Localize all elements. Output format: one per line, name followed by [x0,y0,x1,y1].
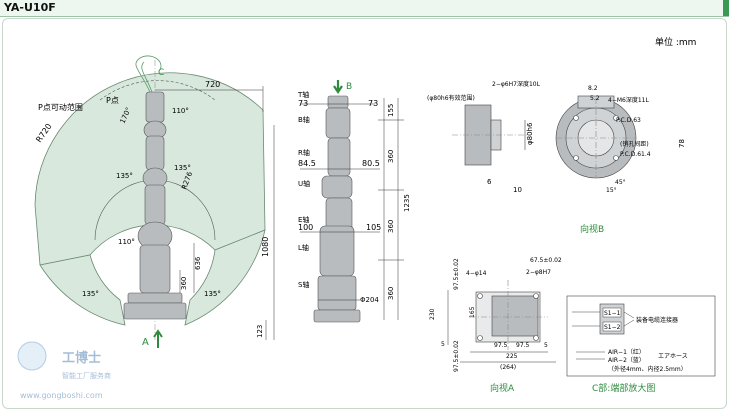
dim-1080: 1080 [261,237,270,257]
e-105: 105 [366,223,381,232]
dim-165: 165 [469,306,476,318]
c-label: C [158,68,164,78]
dim-264: (264) [500,364,516,371]
hose-spec-label: （外径4mm、内径2.5mm） [608,365,687,373]
angle-110-mid: 110° [118,238,135,246]
angle-135-right: 135° [174,164,191,172]
title-accent [723,0,729,16]
dim-230: 230 [429,308,436,320]
air-hose-label: エアホース [658,353,688,360]
watermark-name: 工博士 [62,350,101,366]
dim-5-b: 5 [544,342,548,349]
robot-main-view [123,91,187,320]
connector-box [566,295,716,377]
mascot-logo-icon [17,341,47,371]
range-label: P点可动范围 [38,102,83,112]
watermark: 工博士 智能工厂服务商 www.gongboshi.com [17,341,111,400]
r-80-5: 80.5 [362,159,380,168]
b-view-label: B [346,82,352,92]
dim-4phi14: 4−φ14 [466,270,487,277]
air2-label: AIR−2（蓝） [608,356,645,364]
s1-2-label: S1−2 [604,324,621,331]
dim-78: 78 [678,139,686,148]
dim-45deg: 45° [615,179,626,186]
r-84-5: 84.5 [298,159,316,168]
view-a-caption: 向视A [490,382,515,394]
arrow-b-icon [333,80,343,94]
dim-5-a: 5 [441,341,445,348]
dim-97-5-b: 97.5 [494,342,508,349]
page-title: YA-U10F [4,1,56,14]
dim-phi204: Φ204 [360,296,379,304]
hole-spec-label: 2−φ6H7深度10L [492,80,541,88]
flange-side [452,104,530,166]
dim-360-c: 360 [387,287,395,300]
b-axis: B轴 [298,115,310,124]
cable-loop [135,55,162,93]
arrow-a-icon [153,329,163,348]
dim-10: 10 [513,186,522,194]
dim-8-2: 8.2 [588,85,598,92]
watermark-slogan: 智能工厂服务商 [62,371,111,380]
dim-225: 225 [506,353,518,360]
e-axis: E轴 [298,215,309,224]
title-bar: YA-U10F [0,0,729,17]
t-73-left: 73 [298,99,308,108]
base-dimension-lines [447,290,556,363]
angle-135-bottom-left: 135° [82,290,99,298]
t-axis: T轴 [297,90,309,99]
s1-1-label: S1−1 [604,310,621,317]
angle-135-bottom-right: 135° [204,290,221,298]
l-axis: L轴 [298,243,309,252]
dim-97-5-d: 97.5±0.02 [453,340,460,372]
dim-720: 720 [205,80,220,89]
angle-110-top: 110° [172,107,189,115]
dim-67-5: 67.5±0.02 [530,257,562,264]
dim-5-2: 5.2 [590,95,600,102]
dim-2phi8h7: 2−φ8H7 [526,269,551,276]
t-73-right: 73 [368,99,378,108]
dim-97-5-c: 97.5 [516,342,530,349]
pcd63-label: P.C.D.63 [616,117,641,124]
p-point-label: P点 [106,96,119,105]
side-dimension-lines [300,98,404,320]
dim-636: 636 [194,256,202,270]
connector-label: 装备电缆连接器 [636,316,678,324]
watermark-url: www.gongboshi.com [20,391,103,400]
dim-360-a: 360 [387,150,395,163]
dim-123: 123 [256,325,264,338]
drawing-frame [2,18,727,409]
s-axis: S轴 [298,280,309,289]
flange-front [555,95,637,179]
view-c-caption: C部:端部放大图 [592,382,655,394]
dim-1235: 1235 [403,194,411,212]
e-100: 100 [298,223,313,232]
main-dimension-lines [155,86,275,340]
m6-spec-label: 4−M6深度11L [608,96,649,104]
dim-6: 6 [487,178,492,186]
dim-155: 155 [387,104,395,117]
dim-97-5-a: 97.5±0.02 [453,258,460,290]
a-view-label: A [142,337,149,348]
pin-hole-label: (销孔间距) [620,140,649,148]
unit-label: 单位 :mm [655,36,696,48]
dim-360-b: 360 [387,220,395,233]
base-plate [470,280,548,350]
dim-15deg: 15° [606,187,617,194]
r720-label: R720 [34,122,53,144]
flange-range-label: (φ80h6有效范围) [427,94,475,102]
view-b-caption: 向视B [580,223,604,235]
robot-side-view [313,95,361,323]
r-axis: R轴 [298,148,310,157]
angle-135-left: 135° [116,172,133,180]
dim-phi80h6: φ80h6 [526,122,534,145]
dim-360-main: 360 [180,277,188,290]
air1-label: AIR−1（红） [608,348,645,356]
pcd61-4-label: P.C.D.61.4 [620,151,651,158]
u-axis: U轴 [298,179,310,188]
